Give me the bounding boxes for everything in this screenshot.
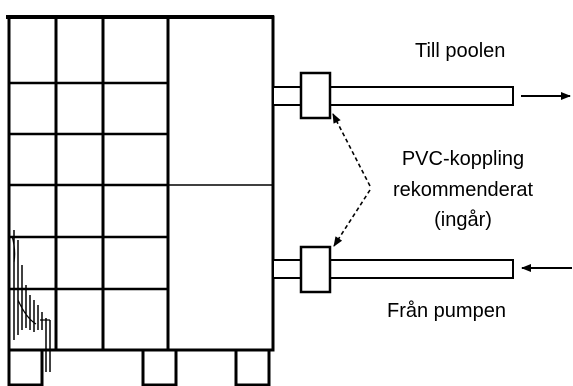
pointer-to-inlet-coupling [333,189,371,247]
coupling-label-line2: rekommenderat [393,179,534,201]
unit-foot [141,348,178,386]
outlet-pvc-coupling [299,71,332,120]
coupling-callout-pointers [332,113,371,247]
inlet-label: Från pumpen [387,300,506,322]
heat-pump-unit [6,15,275,386]
pointer-to-outlet-coupling [332,113,371,187]
outlet-pipe [272,71,571,120]
inlet-pipe [272,245,572,294]
outlet-label: Till poolen [415,40,505,62]
inlet-pvc-coupling [299,245,332,294]
outlet-pipe-body [329,86,514,106]
wiring-detail [13,230,51,372]
coupling-label-line1: PVC-koppling [402,148,524,170]
inlet-pipe-body [329,259,514,279]
coupling-label-line3: (ingår) [434,209,492,231]
unit-foot [234,348,271,386]
unit-housing [7,15,275,352]
unit-foot [7,348,44,386]
outlet-pipe-stub [272,86,302,106]
inlet-pipe-stub [272,259,302,279]
wiring-detail [11,235,50,325]
